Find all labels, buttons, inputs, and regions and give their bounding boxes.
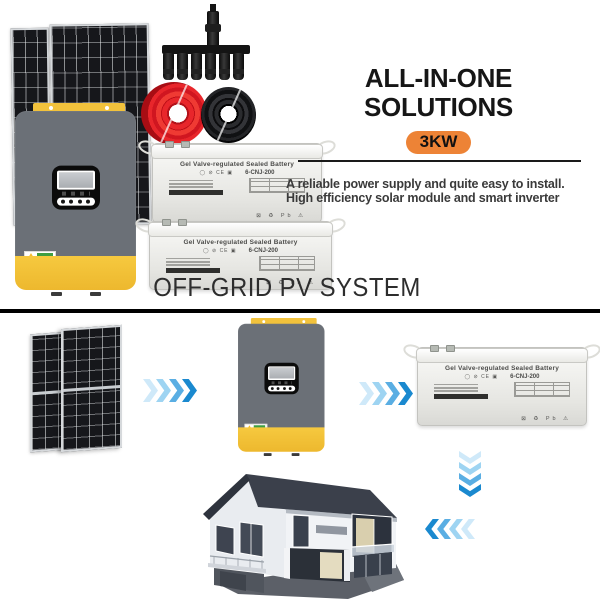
title-line-1: ALL-IN-ONE bbox=[364, 63, 513, 93]
battery-title: Gel Valve-regulated Sealed Battery bbox=[179, 161, 295, 168]
battery-safety-icons: ⊠ ♻ Pb ⚠ bbox=[256, 213, 306, 219]
house-window bbox=[292, 514, 310, 548]
inverter-buttons bbox=[61, 191, 90, 196]
inverter-display bbox=[51, 165, 100, 210]
battery-cert-icons: ◯ ⊘ CE ▣ bbox=[464, 374, 499, 380]
battery-title: Gel Valve-regulated Sealed Battery bbox=[444, 365, 560, 372]
inverter-bottom-panel bbox=[15, 256, 136, 290]
battery-top-2: Gel Valve-regulated Sealed Battery ◯ ⊘ C… bbox=[133, 215, 348, 290]
inverter-led-indicators bbox=[56, 197, 95, 206]
description-line-1: A reliable power supply and quite easy t… bbox=[286, 177, 565, 191]
battery-spec-table bbox=[259, 256, 315, 271]
inverter-feet bbox=[238, 453, 325, 456]
description-line-2: High efficiency solar module and smart i… bbox=[286, 190, 560, 205]
description-text: A reliable power supply and quite easy t… bbox=[286, 177, 586, 205]
inverter-body bbox=[238, 323, 325, 432]
battery-top-1: Gel Valve-regulated Sealed Battery ◯ ⊘ C… bbox=[136, 137, 338, 223]
battery-bottom: Gel Valve-regulated Sealed Battery ◯ ⊘ C… bbox=[401, 341, 600, 426]
black-cable-coil bbox=[201, 87, 256, 143]
underline-rule bbox=[298, 160, 581, 162]
house-window bbox=[215, 524, 235, 556]
inverter-mount-strip bbox=[250, 318, 317, 326]
battery-lid bbox=[151, 141, 323, 159]
mc4-branch-connector-icon bbox=[162, 4, 250, 81]
battery-cert-icons: ◯ ⊘ CE ▣ bbox=[199, 170, 234, 176]
battery-lid bbox=[148, 219, 333, 237]
battery-cert-icons: ◯ ⊘ CE ▣ bbox=[203, 248, 237, 254]
headline-block: ALL-IN-ONE SOLUTIONS 3KW bbox=[300, 64, 577, 154]
battery-spec-table bbox=[514, 382, 570, 397]
balcony-rail bbox=[209, 555, 265, 563]
flow-arrow-right-icon bbox=[359, 382, 413, 405]
inverter-bottom bbox=[238, 318, 325, 456]
inverter-buttons bbox=[271, 381, 292, 384]
solar-panel-bottom-right bbox=[61, 324, 122, 453]
power-badge: 3KW bbox=[405, 131, 472, 154]
battery-safety-icons: ⊠ ♻ Pb ⚠ bbox=[266, 280, 316, 286]
inverter-lcd-screen bbox=[56, 170, 95, 190]
inverter-top bbox=[15, 103, 136, 296]
battery-lid bbox=[416, 345, 588, 363]
house-roof-main bbox=[246, 474, 397, 518]
lit-interior bbox=[320, 552, 342, 579]
inverter-led-indicators bbox=[267, 385, 295, 392]
red-cable-coil bbox=[141, 82, 207, 145]
house-roof-verge bbox=[203, 474, 250, 520]
house-window bbox=[239, 521, 264, 558]
battery-model: 6-CNJ-200 bbox=[245, 170, 275, 176]
inverter-display bbox=[264, 362, 299, 394]
flow-arrow-right-icon bbox=[143, 379, 197, 402]
flow-arrow-down-icon bbox=[459, 451, 481, 497]
house-pillar bbox=[284, 548, 290, 579]
battery-spec-text bbox=[166, 256, 220, 274]
house-pillar bbox=[344, 550, 350, 581]
balcony-floor bbox=[208, 563, 266, 573]
battery-spec-table bbox=[249, 178, 305, 193]
section-divider bbox=[0, 309, 600, 313]
title-line-2: SOLUTIONS bbox=[364, 92, 513, 122]
battery-model: 6-CNJ-200 bbox=[248, 248, 278, 254]
inverter-feet bbox=[15, 292, 136, 296]
battery-safety-icons: ⊠ ♻ Pb ⚠ bbox=[521, 416, 571, 422]
battery-title: Gel Valve-regulated Sealed Battery bbox=[183, 239, 298, 246]
battery-spec-text bbox=[434, 382, 488, 400]
battery-spec-text bbox=[169, 178, 223, 196]
lit-window bbox=[356, 518, 374, 553]
inverter-bottom-panel bbox=[238, 427, 325, 452]
lower-glass-doors bbox=[354, 552, 392, 578]
inverter-mount-strip bbox=[33, 103, 126, 113]
flow-arrow-left-icon bbox=[427, 519, 475, 539]
inverter-body bbox=[15, 111, 136, 262]
house-illustration bbox=[203, 474, 404, 599]
section-title: OFF-GRID PV SYSTEM bbox=[153, 272, 421, 302]
house-sign-panel bbox=[316, 525, 347, 535]
inverter-lcd-screen bbox=[267, 366, 295, 380]
garage-door bbox=[220, 571, 246, 591]
battery-model: 6-CNJ-200 bbox=[510, 374, 540, 380]
